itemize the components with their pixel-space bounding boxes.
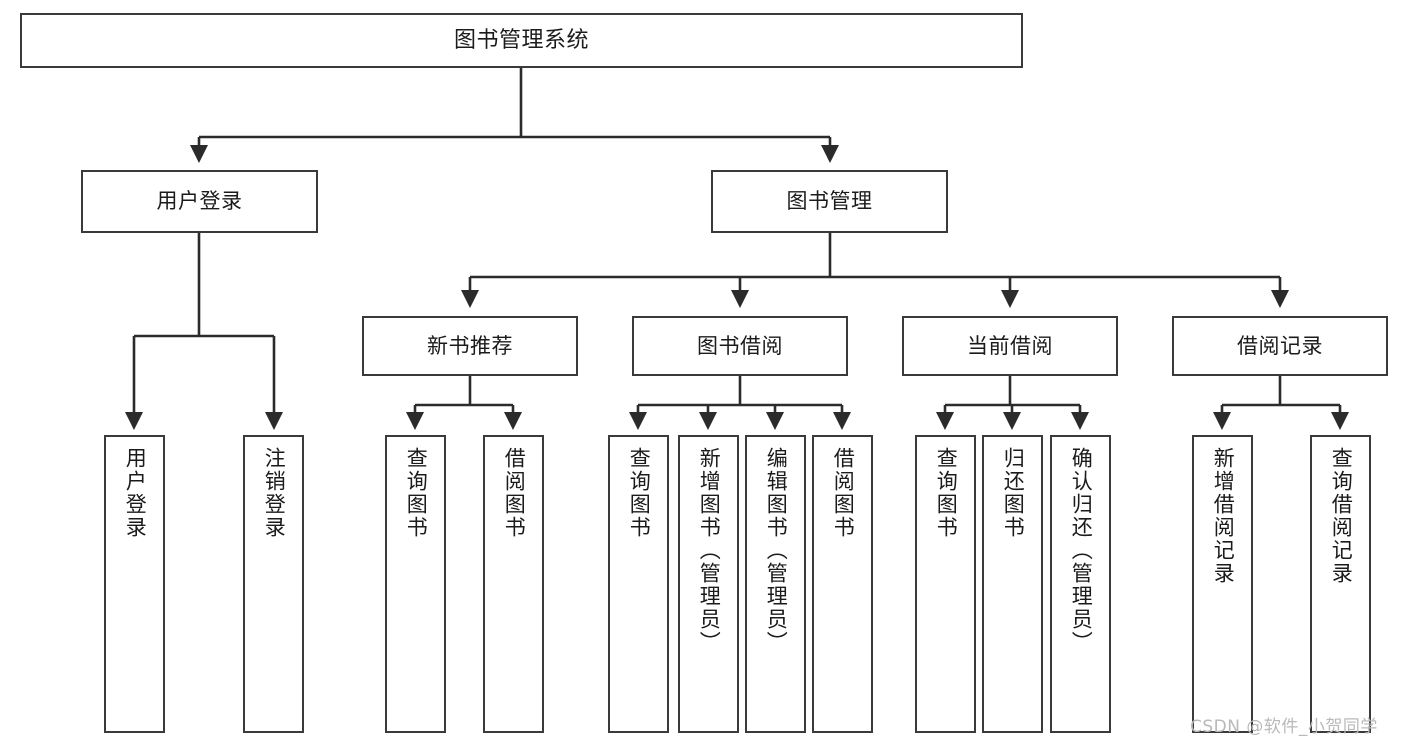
node-book-management-system[interactable]: 图书管理系统 xyxy=(20,13,1023,68)
leaf-book-borrow-add-book-admin[interactable]: 新增图书（管理员） xyxy=(678,435,739,733)
node-label: 查询图书 xyxy=(404,447,429,539)
node-book-borrow[interactable]: 图书借阅 xyxy=(632,316,848,376)
node-label: 新书推荐 xyxy=(427,333,513,358)
node-label: 注销登录 xyxy=(262,447,287,539)
leaf-user-login[interactable]: 用户登录 xyxy=(104,435,165,733)
leaf-borrow-record-query-record[interactable]: 查询借阅记录 xyxy=(1310,435,1371,733)
node-label: 用户登录 xyxy=(123,447,148,539)
node-label: 当前借阅 xyxy=(967,333,1053,358)
leaf-logout[interactable]: 注销登录 xyxy=(243,435,304,733)
leaf-new-book-query-book[interactable]: 查询图书 xyxy=(385,435,446,733)
leaf-new-book-borrow-book[interactable]: 借阅图书 xyxy=(483,435,544,733)
leaf-current-borrow-query-book[interactable]: 查询图书 xyxy=(915,435,976,733)
node-label: 查询图书 xyxy=(627,447,652,539)
node-label: 用户登录 xyxy=(156,189,243,214)
node-label: 查询借阅记录 xyxy=(1329,447,1354,585)
node-book-management[interactable]: 图书管理 xyxy=(711,170,948,233)
leaf-borrow-record-add-record[interactable]: 新增借阅记录 xyxy=(1192,435,1253,733)
node-new-book-recommendation[interactable]: 新书推荐 xyxy=(362,316,578,376)
leaf-book-borrow-query-book[interactable]: 查询图书 xyxy=(608,435,669,733)
node-current-borrow[interactable]: 当前借阅 xyxy=(902,316,1118,376)
node-label: 图书管理 xyxy=(786,189,873,214)
node-label: 借阅记录 xyxy=(1237,333,1323,358)
node-borrow-record[interactable]: 借阅记录 xyxy=(1172,316,1388,376)
node-label: 归还图书 xyxy=(1001,447,1026,539)
leaf-book-borrow-borrow-book[interactable]: 借阅图书 xyxy=(812,435,873,733)
node-label: 确认归还（管理员） xyxy=(1069,447,1094,654)
node-label: 借阅图书 xyxy=(502,447,527,539)
node-label: 图书管理系统 xyxy=(453,27,589,53)
leaf-current-borrow-return-book[interactable]: 归还图书 xyxy=(982,435,1043,733)
watermark-csdn: CSDN @软件_小贺同学 xyxy=(1190,717,1378,737)
node-label: 新增图书（管理员） xyxy=(697,447,722,654)
node-label: 借阅图书 xyxy=(831,447,856,539)
node-label: 图书借阅 xyxy=(697,333,783,358)
leaf-current-borrow-confirm-return-admin[interactable]: 确认归还（管理员） xyxy=(1050,435,1111,733)
leaf-book-borrow-edit-book-admin[interactable]: 编辑图书（管理员） xyxy=(745,435,806,733)
node-label: 编辑图书（管理员） xyxy=(764,447,789,654)
node-label: 查询图书 xyxy=(934,447,959,539)
node-label: 新增借阅记录 xyxy=(1211,447,1236,585)
node-user-login[interactable]: 用户登录 xyxy=(81,170,318,233)
